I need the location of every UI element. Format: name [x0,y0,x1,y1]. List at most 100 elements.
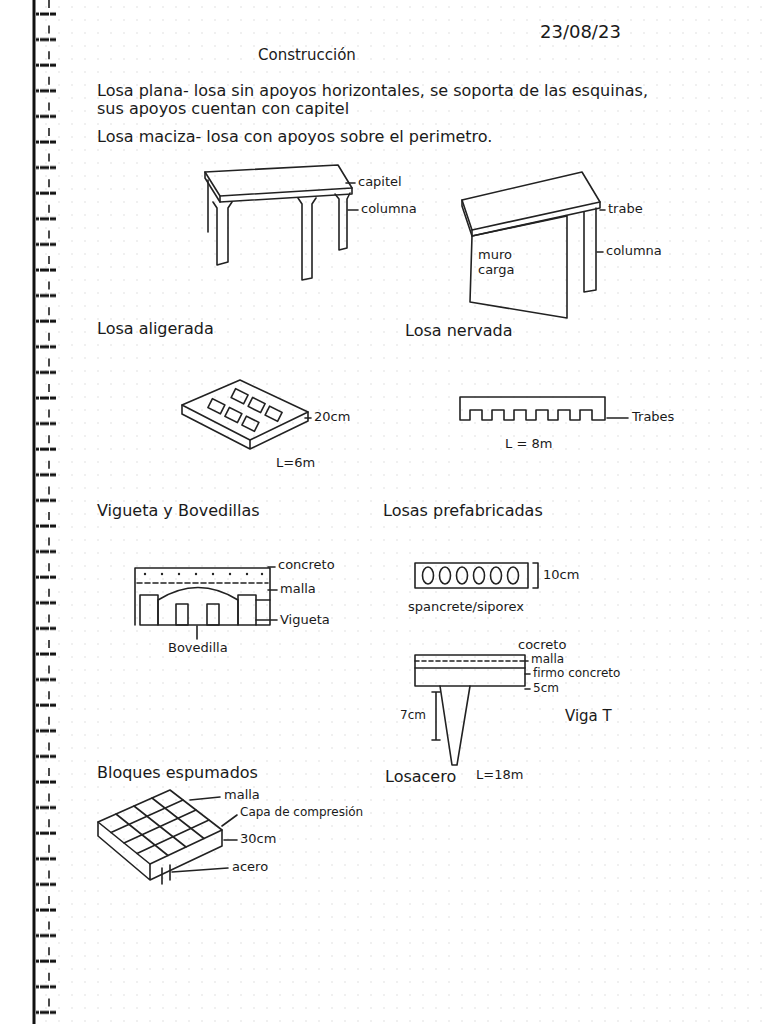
section-heading: Bloques espumados [97,764,258,782]
solid-slab-sketch-part [597,251,603,253]
foam-block-sketch-part [116,798,204,856]
joist-block-sketch-part-part [144,573,146,575]
tee-beam-sketch-part [415,660,525,662]
waffle-slab-sketch-part [242,416,259,431]
hollowcore-sketch-part [533,563,538,588]
spiral-binding-part [48,0,50,1024]
joist-block-sketch-part [135,568,270,625]
joist-block-sketch-part [140,595,158,625]
hollowcore-sketch-part [457,567,468,584]
waffle-slab-sketch-part [231,389,248,404]
dimension: L = 8m [505,437,552,452]
note-text: Losa plana- losa sin apoyos horizontales… [97,82,672,119]
part-label: muro carga [478,248,536,278]
tee-beam-sketch-part [525,688,530,690]
flat-slab-sketch-part [335,193,350,250]
section-heading: Vigueta y Bovedillas [97,502,260,520]
joist-block-sketch-part-part [178,573,180,575]
solid-slab-sketch-part [462,200,472,236]
joist-block-sketch-part [158,588,238,626]
part-label: firmo concreto [533,667,620,681]
waffle-slab-sketch-part [208,399,225,414]
hollowcore-sketch-part [474,567,485,584]
part-label: spancrete/siporex [408,600,524,615]
spiral-binding-part [36,0,56,1024]
flat-slab-sketch-part [207,180,209,232]
ribbed-slab-sketch [460,397,628,420]
joist-block-sketch-part [144,573,263,575]
part-label: cocreto [518,638,566,653]
joist-block-sketch-part-part [229,573,231,575]
part-label: malla [531,653,564,667]
section-heading: Losa nervada [405,322,512,340]
foam-block-sketch-part [222,815,237,826]
joist-block-sketch-part [196,626,198,639]
hollowcore-sketch-part [508,567,519,584]
spiral-binding-part [33,0,36,1024]
hollowcore-sketch-part [440,567,451,584]
part-label: malla [224,788,260,803]
part-label: malla [280,582,316,597]
foam-block-sketch-part [190,797,220,800]
part-label: trabe [608,202,643,217]
flat-slab-sketch-part [298,198,316,280]
tee-beam-sketch-part [525,673,530,675]
dimension: L=18m [476,768,523,783]
hollowcore-sketch [415,563,538,588]
part-label: concreto [278,558,335,573]
part-label: Vigueta [280,613,330,628]
tee-beam-sketch-part [415,655,525,686]
section-heading: Losacero [385,768,456,786]
foam-block-sketch-part [98,790,222,864]
tee-beam-sketch-part [415,667,525,669]
joist-block-sketch-part [176,604,188,625]
ribbed-slab-sketch-part [607,417,628,419]
flat-slab-sketch-part [205,165,352,196]
tee-beam-sketch [415,655,530,765]
joist-block-sketch [135,567,277,639]
hollowcore-sketch-part [415,563,528,588]
joist-block-sketch-part [256,619,277,621]
notebook-art-part [98,165,628,884]
note-text: Losa maciza- losa con apoyos sobre el pe… [97,128,492,146]
part-label: acero [232,860,268,875]
solid-slab-sketch-part [470,216,567,318]
solid-slab-sketch [462,172,605,318]
waffle-slab-sketch-part [182,405,308,449]
joist-block-sketch-part [268,589,277,591]
tee-beam-sketch-part [525,660,528,662]
hollowcore-sketch-part [423,567,434,584]
waffle-slab-sketch-part [248,397,265,412]
hollowcore-sketch-part [491,567,502,584]
flat-slab-sketch-part [220,188,352,202]
dimension: 30cm [240,832,276,847]
joist-block-sketch-part-part [195,573,197,575]
joist-block-sketch-part [137,582,268,584]
dimension: 7cm [400,709,426,723]
foam-block-sketch [98,790,237,884]
dimension: 5cm [533,682,559,696]
section-heading: Losas prefabricadas [383,502,543,520]
dimension: L=6m [276,456,315,471]
dimension: 10cm [543,568,579,583]
waffle-slab-sketch-part [225,407,242,422]
solid-slab-sketch-part [472,202,600,236]
ribbed-slab-sketch-part [460,397,605,420]
waffle-slab-sketch-part [305,417,311,419]
spiral-binding [34,0,56,1024]
dot-grid [40,0,768,1024]
solid-slab-sketch-part [584,208,596,292]
joist-block-sketch-part-part [246,573,248,575]
part-label: Viga T [565,708,612,725]
page-title: Construcción [258,47,356,64]
joist-block-sketch-part-part [161,573,163,575]
waffle-slab-sketch [182,380,311,449]
flat-slab-sketch [205,165,358,280]
joist-block-sketch-part [256,600,270,625]
joist-block-sketch-part [238,595,256,625]
section-heading: Losa aligerada [97,320,214,338]
part-label: columna [606,244,662,259]
foam-block-sketch-part [172,868,228,872]
foam-block-sketch-part [162,865,170,884]
